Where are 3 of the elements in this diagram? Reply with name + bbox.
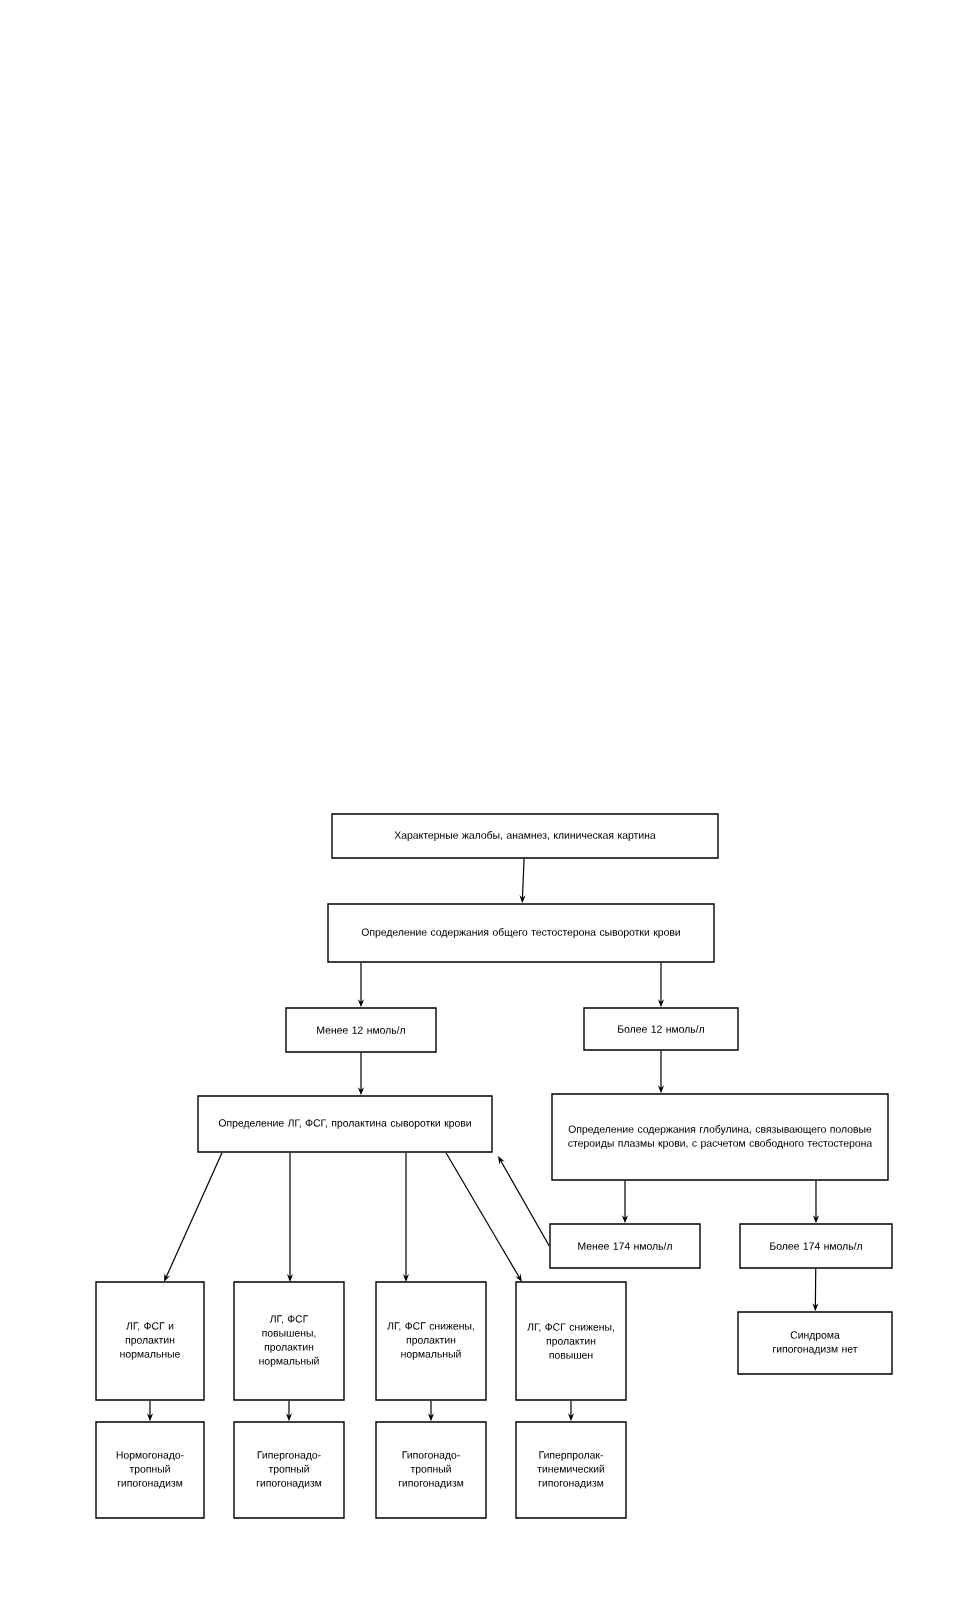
arrow — [164, 1152, 223, 1282]
arrow — [445, 1152, 522, 1282]
arrow — [498, 1156, 550, 1247]
